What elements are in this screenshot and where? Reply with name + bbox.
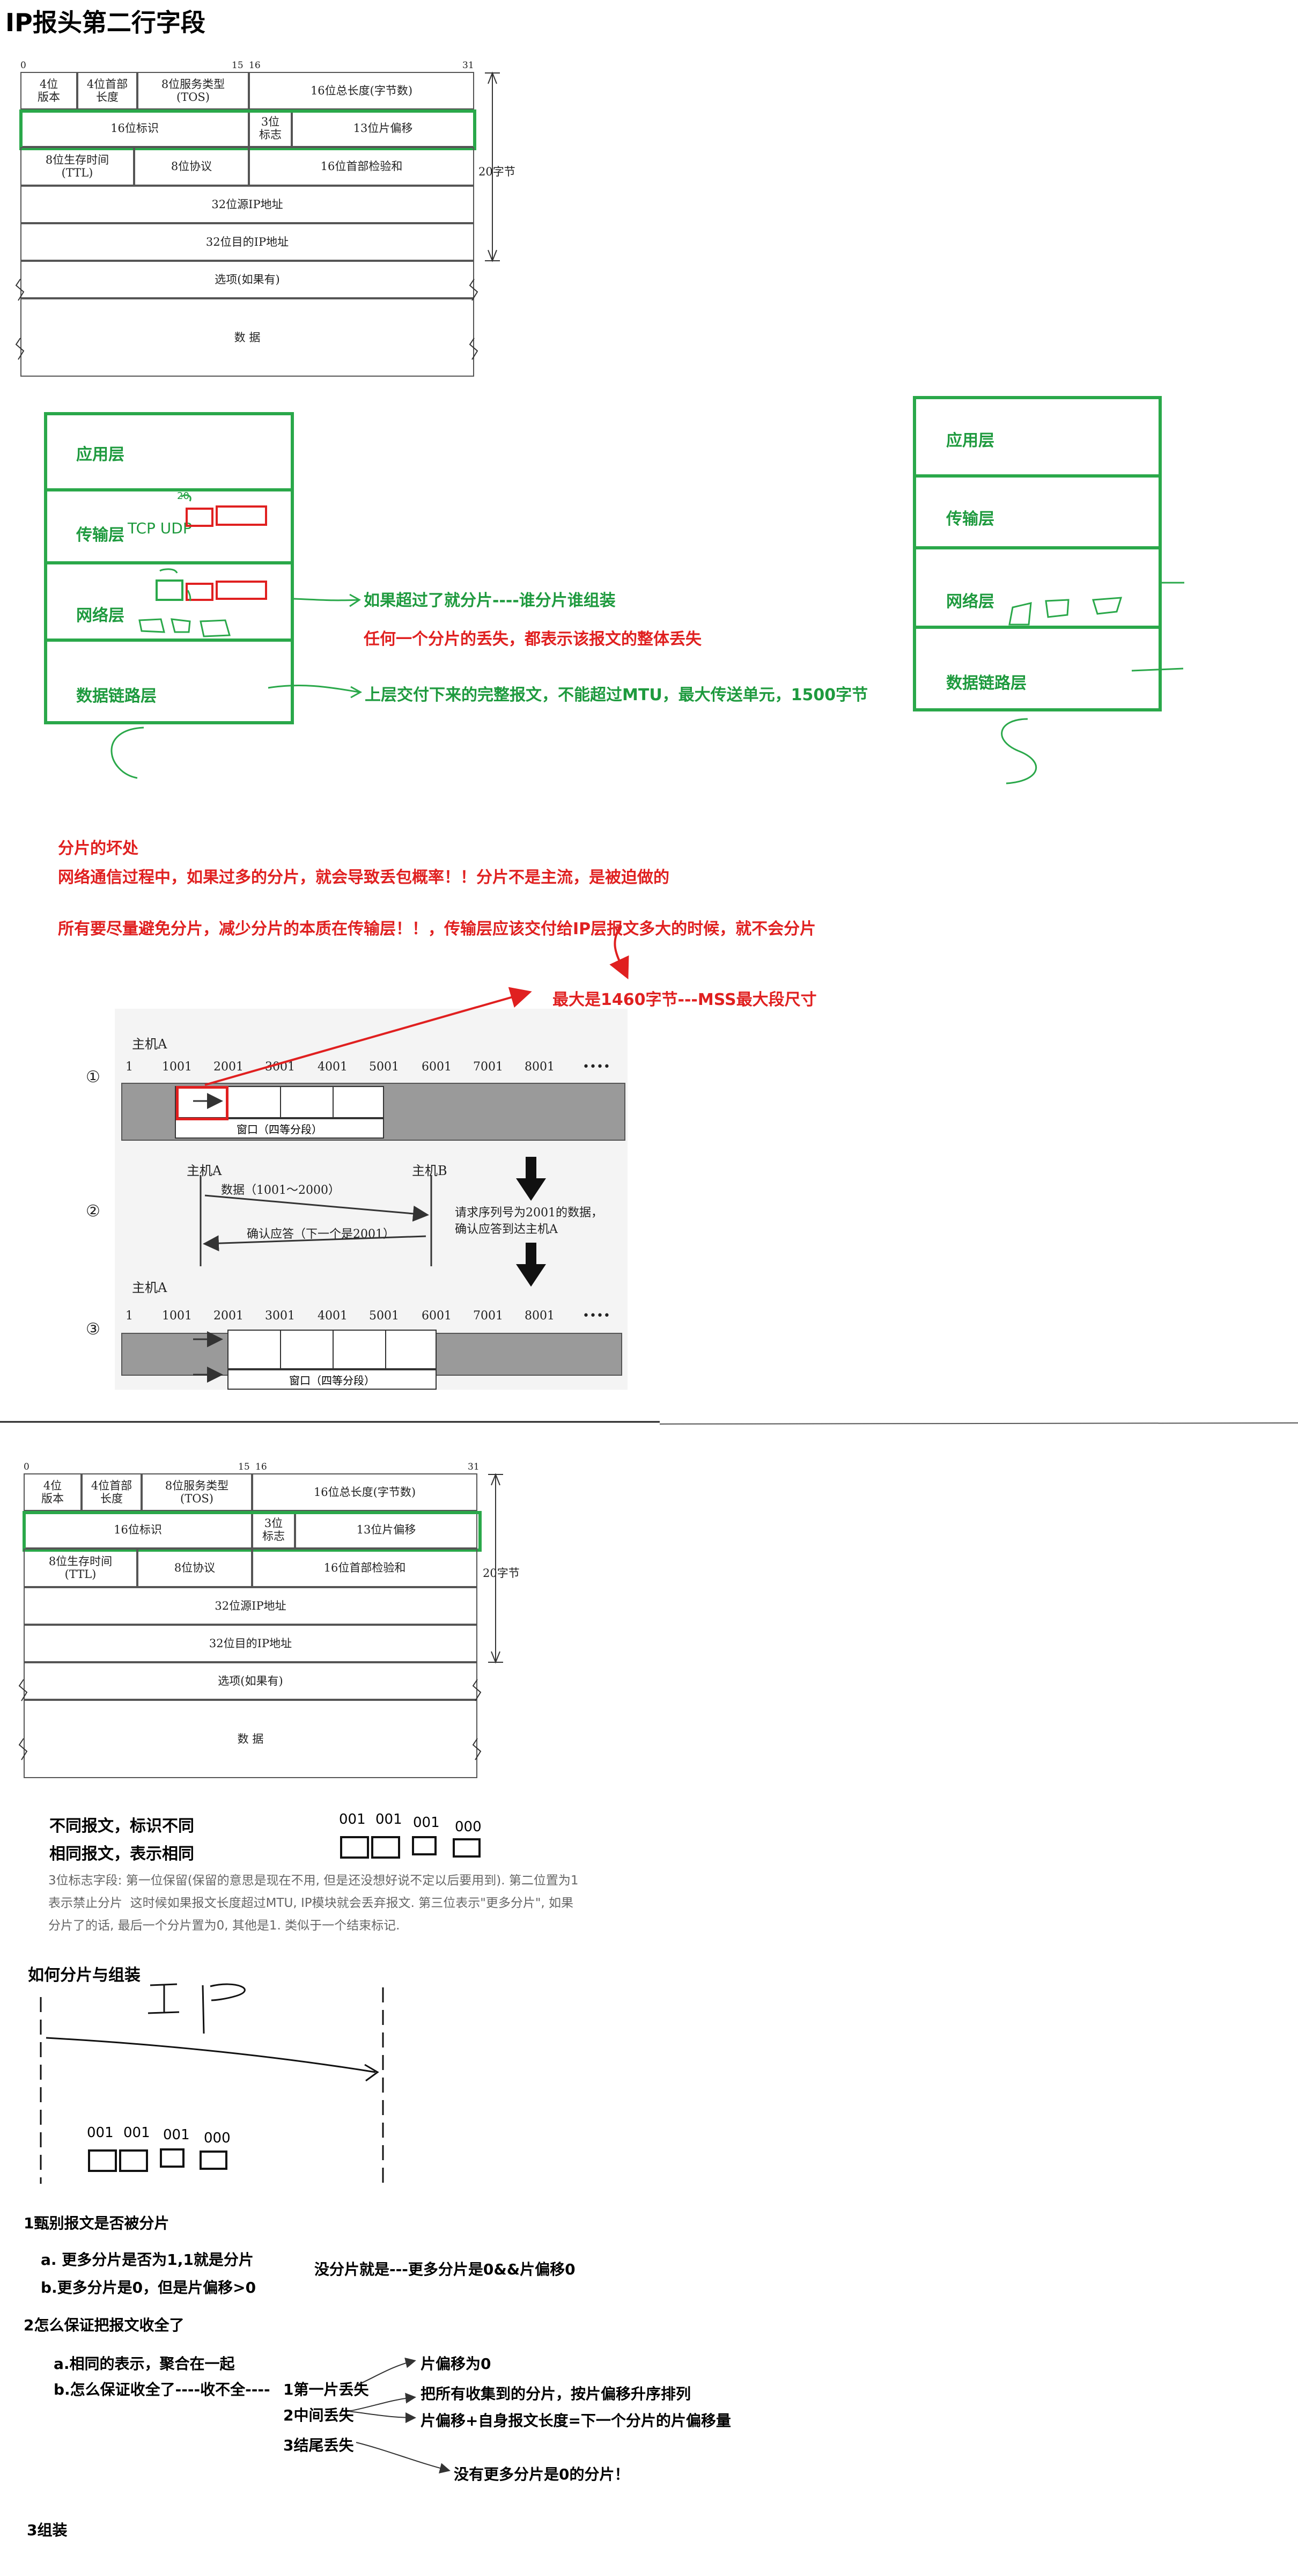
right-stack-scribbles — [1002, 583, 1184, 783]
down-arrows — [516, 1157, 546, 1287]
fragment-reassembly-sketch — [41, 1984, 383, 2190]
section-divider-right — [660, 1423, 1298, 1424]
answer-arrows — [349, 2361, 448, 2470]
size-bracket-2 — [19, 1474, 503, 1760]
sliding-window-sketch — [193, 1101, 431, 1375]
size-bracket-1 — [16, 73, 500, 359]
left-stack-scribbles — [112, 495, 360, 778]
mss-arrow — [205, 925, 626, 1085]
